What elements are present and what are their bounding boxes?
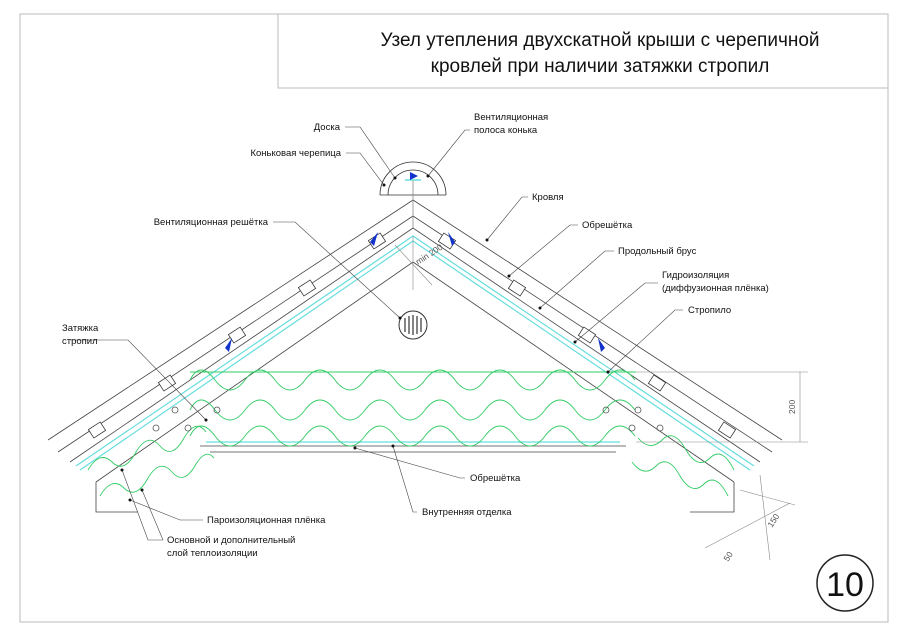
label-ventreshetka: Вентиляционная решётка: [154, 217, 269, 228]
label-zatyazhka-1: Затяжка: [62, 323, 99, 334]
dim-150: 150: [765, 512, 781, 530]
label-stropilo: Стропило: [688, 305, 731, 316]
airflow-arrows: [225, 172, 605, 352]
label-ventpolosa-2: полоса конька: [474, 125, 538, 136]
label-krovlya: Кровля: [532, 192, 564, 203]
ventilation-grille: [398, 310, 428, 340]
drawing-title-line2: кровлей при наличии затяжки стропил: [431, 56, 770, 77]
label-gidro-2: (диффузионная плёнка): [662, 283, 769, 294]
label-prodolny: Продольный брус: [618, 246, 697, 257]
label-paroizol: Пароизоляционная плёнка: [207, 515, 326, 526]
label-konkovaya: Коньковая черепица: [250, 148, 341, 159]
sheet-frame: [19, 13, 889, 623]
label-obreshetka-top: Обрешётка: [582, 220, 633, 231]
min-dimension: [394, 236, 433, 290]
ridge-tile: [379, 161, 447, 196]
leader-dots: [120, 174, 610, 502]
right-eave: [690, 482, 735, 513]
membrane-layer: [75, 235, 755, 471]
dim-200-line: [636, 371, 808, 443]
dim-200: 200: [787, 400, 797, 414]
label-doska: Доска: [314, 122, 341, 133]
label-teplo-1: Основной и дополнительный: [167, 535, 295, 546]
dim-50: 50: [721, 549, 735, 563]
label-vnutrennyaya: Внутренняя отделка: [422, 507, 512, 518]
leader-lines: [70, 126, 683, 541]
left-eave: [95, 482, 138, 513]
fasteners: [152, 406, 664, 432]
label-teplo-2: слой теплоизоляции: [167, 548, 258, 559]
label-obreshetka-bottom: Обрешётка: [470, 473, 521, 484]
dim-eave-lines: [704, 474, 796, 561]
insulation-layer: [87, 369, 735, 497]
label-ventpolosa-1: Вентиляционная: [474, 112, 548, 123]
drawing-title-line1: Узел утепления двухскатной крыши с череп…: [380, 30, 819, 51]
label-gidro-1: Гидроизоляция: [662, 270, 729, 281]
ridge-assembly: [379, 161, 447, 228]
page-number: 10: [826, 566, 864, 604]
title-block: [277, 13, 889, 89]
label-zatyazhka-2: стропил: [62, 336, 98, 347]
page-number-circle: [816, 554, 874, 612]
